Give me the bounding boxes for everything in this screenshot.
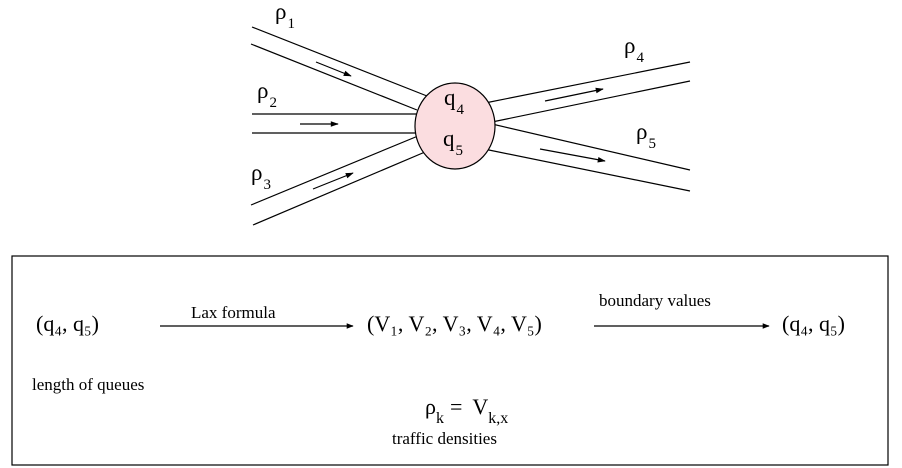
left-state: (q₄, q₅) <box>36 311 99 336</box>
formula: ρk=Vk,x <box>425 394 508 427</box>
arrow-2-label: boundary values <box>599 291 711 310</box>
junction-diagram: q4 q5 ρ1 ρ2 ρ3 ρ4 ρ5 <box>250 0 691 226</box>
rho-4-label: ρ4 <box>624 33 644 66</box>
road-4-flow-arrow <box>544 87 604 102</box>
queue-q5-label: q5 <box>443 126 463 159</box>
rho-5-label: ρ5 <box>636 119 656 152</box>
road-1 <box>250 26 428 111</box>
arrow-1-label: Lax formula <box>191 303 276 322</box>
formula-caption: traffic densities <box>392 429 497 448</box>
rho-3-label: ρ3 <box>251 160 271 193</box>
pipeline-frame <box>11 255 889 466</box>
junction-node <box>414 82 496 170</box>
right-state: (q₄, q₅) <box>782 311 845 336</box>
road-5-flow-arrow <box>539 148 606 163</box>
road-1-flow-arrow <box>315 61 352 77</box>
road-5 <box>483 123 691 192</box>
rho-2-label: ρ2 <box>257 78 277 111</box>
pipeline-box: (q₄, q₅) length of queues Lax formula (V… <box>11 255 889 466</box>
rho-1-label: ρ1 <box>275 0 295 32</box>
road-2 <box>252 113 418 134</box>
road-3 <box>250 135 426 226</box>
road-4 <box>484 61 691 123</box>
left-caption: length of queues <box>32 375 144 394</box>
queue-q4-label: q4 <box>444 85 465 118</box>
road-3-flow-arrow <box>312 172 354 190</box>
middle-state: (V₁, V₂, V₃, V₄, V₅) <box>367 311 542 336</box>
